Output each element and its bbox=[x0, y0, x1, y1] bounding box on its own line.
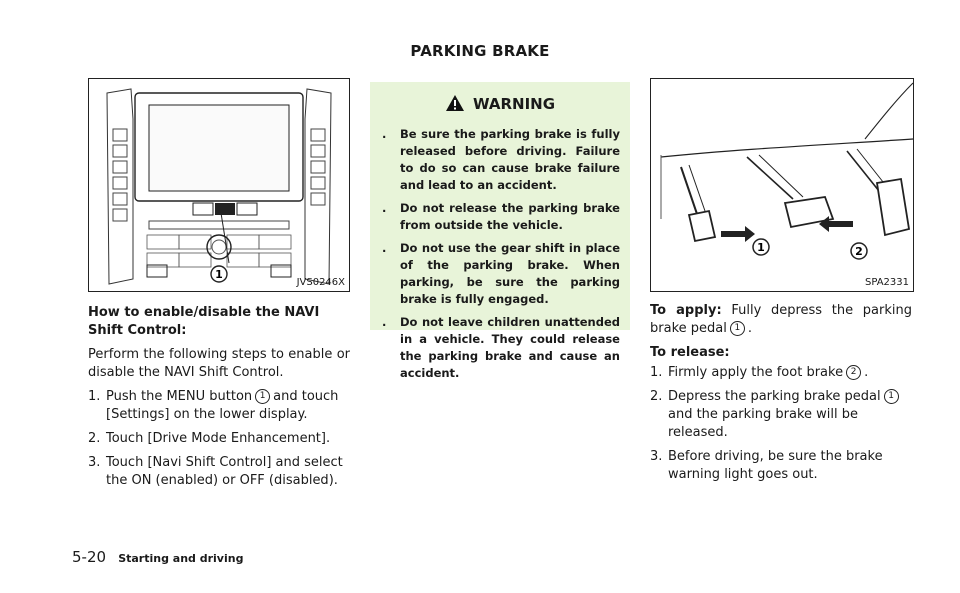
parking-brake-figure: 1 2 SPA2331 bbox=[650, 78, 914, 292]
callout-1-marker: 1 bbox=[215, 268, 223, 281]
warning-header: WARNING bbox=[370, 94, 630, 116]
navi-shift-heading: How to enable/disable the NAVI Shift Con… bbox=[88, 305, 320, 338]
warning-title: WARNING bbox=[472, 95, 556, 113]
navi-shift-intro: Perform the following steps to enable or… bbox=[88, 347, 350, 380]
warning-item: .Do not leave children unattended in a v… bbox=[382, 315, 620, 380]
apply-paragraph: To apply: Fully depress the parking brak… bbox=[650, 303, 912, 336]
callout-1-inline: 1 bbox=[883, 389, 899, 404]
step-item: 2.Touch [Drive Mode Enhancement]. bbox=[88, 431, 331, 446]
page-footer: 5-20 Starting and driving bbox=[72, 548, 243, 566]
callout-1-inline: 1 bbox=[255, 389, 271, 404]
warning-item: .Do not release the parking brake from o… bbox=[382, 201, 620, 232]
navi-display-illustration: 1 bbox=[106, 88, 332, 285]
release-label: To release: bbox=[650, 345, 730, 360]
section-name: Starting and driving bbox=[118, 552, 244, 565]
figure-code: JVS0246X bbox=[296, 277, 345, 288]
warning-triangle-icon bbox=[445, 95, 464, 111]
warning-item: .Be sure the parking brake is fully rele… bbox=[382, 127, 620, 192]
navi-display-figure: 1 JVS0246X bbox=[88, 78, 350, 292]
callout-2-marker: 2 bbox=[855, 245, 863, 258]
warning-list: .Be sure the parking brake is fully rele… bbox=[380, 126, 620, 382]
figure-code: SPA2331 bbox=[864, 277, 909, 288]
warning-box: WARNING .Be sure the parking brake is fu… bbox=[370, 82, 630, 380]
callout-1-inline: 1 bbox=[729, 321, 745, 336]
page-number: 5-20 bbox=[72, 548, 107, 566]
step-item: 3.Touch [Navi Shift Control] and select … bbox=[88, 455, 343, 488]
apply-label: To apply: bbox=[650, 303, 722, 318]
pedal-illustration: 1 2 bbox=[660, 82, 913, 260]
section-title: PARKING BRAKE bbox=[410, 42, 550, 60]
callout-1-marker: 1 bbox=[757, 241, 765, 254]
warning-item: .Do not use the gear shift in place of t… bbox=[382, 241, 620, 306]
callout-2-inline: 2 bbox=[846, 365, 862, 380]
step-item: 3.Before driving, be sure the brake warn… bbox=[650, 449, 883, 482]
